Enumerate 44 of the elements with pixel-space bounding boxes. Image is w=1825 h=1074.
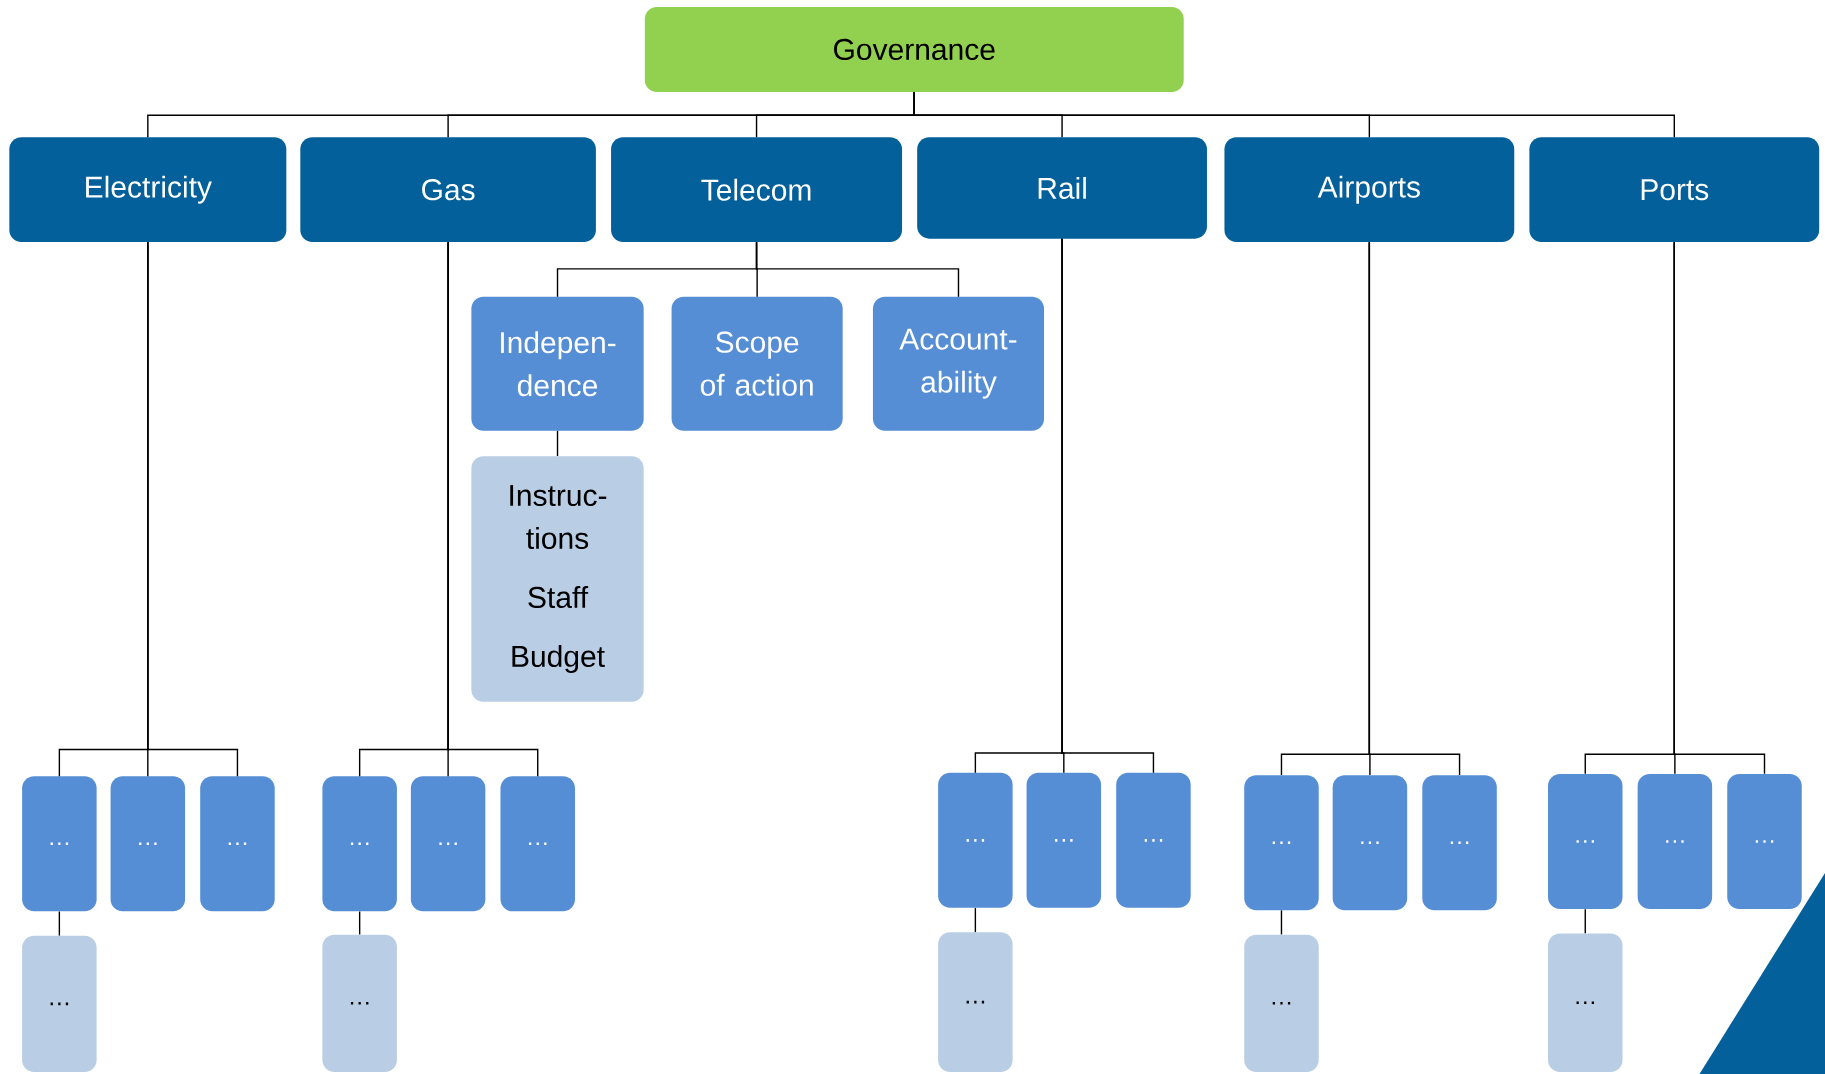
placeholder-box: … [1026,772,1102,908]
connector-line [1673,241,1766,775]
placeholder-box: … [1116,772,1191,908]
placeholder-box: … [938,772,1013,908]
connector-line [974,907,977,933]
topic-box: Account- ability [872,296,1045,431]
connector-line [1280,909,1283,936]
topic-box: Indepen- dence [471,296,644,431]
connector-line [58,910,61,937]
governance-box: Governance [644,6,1184,92]
placeholder-box: … [22,935,97,1072]
placeholder-box: … [1637,774,1713,909]
placeholder-box: … [1727,774,1802,909]
category-box: Electricity [9,137,287,243]
placeholder-box: … [22,776,97,912]
detail-box: Instruc- tions Staff Budget [471,456,644,702]
category-box: Telecom [611,137,903,243]
placeholder-box: … [1244,934,1319,1072]
connector-line [556,430,559,457]
placeholder-box: … [1422,775,1497,911]
placeholder-box: … [1332,775,1408,911]
category-box: Airports [1224,137,1515,243]
placeholder-box: … [500,776,575,912]
placeholder-box: … [322,934,397,1072]
connector-line [1368,241,1461,776]
placeholder-box: … [1548,774,1623,909]
placeholder-box: … [938,932,1013,1072]
connector-line [447,241,539,777]
category-box: Ports [1529,137,1820,243]
placeholder-box: … [1548,933,1623,1072]
connector-line [1061,238,1155,774]
connector-line [1584,908,1586,934]
topic-box: Scope of action [671,296,843,431]
placeholder-box: … [1244,775,1319,911]
placeholder-box: … [410,776,486,912]
placeholder-box: … [110,776,186,912]
category-box: Gas [300,137,596,243]
connector-line [755,241,960,298]
connector-line [913,91,1675,138]
placeholder-box: … [200,776,275,912]
connector-line [358,910,361,936]
placeholder-box: … [322,776,397,912]
connector-line [147,241,239,777]
category-box: Rail [917,137,1207,239]
